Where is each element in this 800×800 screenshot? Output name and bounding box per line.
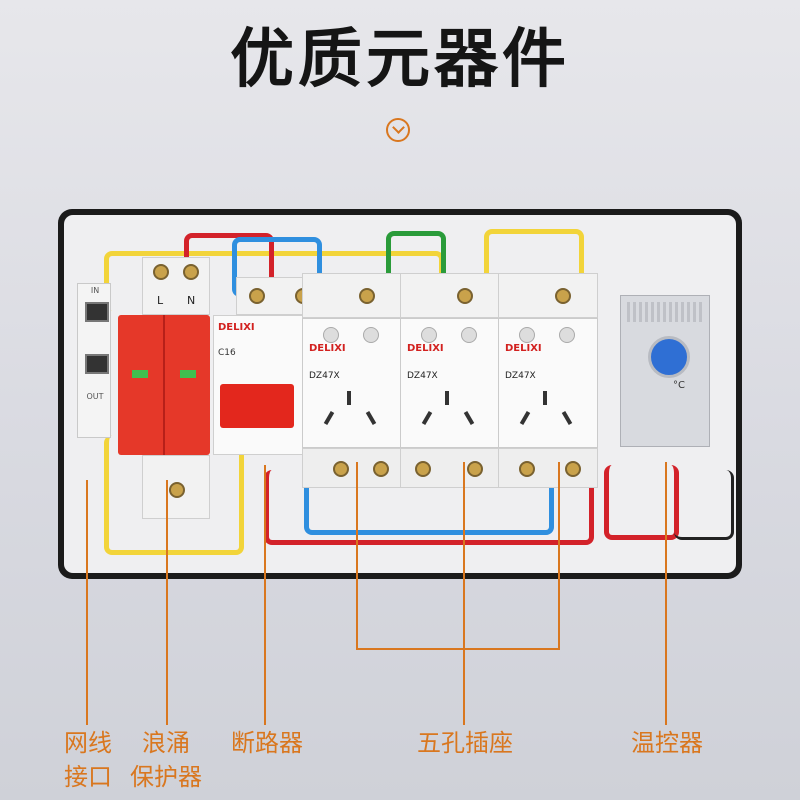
green-wire bbox=[386, 231, 446, 291]
blue-wire bbox=[232, 237, 322, 297]
screw-icon bbox=[519, 461, 535, 477]
socket-brand: DELIXI bbox=[309, 343, 346, 354]
socket-hole bbox=[365, 410, 377, 426]
spd-ground-block bbox=[142, 455, 210, 519]
screw-icon bbox=[565, 461, 581, 477]
screw-icon bbox=[457, 288, 473, 304]
callout-line-surge bbox=[166, 480, 168, 725]
screw-icon bbox=[333, 461, 349, 477]
socket-hole bbox=[363, 327, 379, 343]
screw-icon bbox=[169, 482, 185, 498]
terminal-label-n: N bbox=[187, 294, 196, 307]
socket-hole bbox=[561, 410, 573, 426]
yellow-wire bbox=[484, 229, 584, 289]
screw-icon bbox=[555, 288, 571, 304]
socket-hole bbox=[519, 327, 535, 343]
status-window-green bbox=[180, 370, 196, 378]
socket-hole bbox=[323, 410, 335, 426]
socket-terminal-block bbox=[302, 273, 402, 318]
distribution-box-panel: IN OUT L N DELIXI C16 DELIXI DZ47X bbox=[64, 215, 736, 573]
five-hole-socket: DELIXI DZ47X bbox=[498, 318, 598, 448]
socket-model: DZ47X bbox=[505, 371, 536, 381]
socket-hole bbox=[559, 327, 575, 343]
yellow-wire bbox=[104, 435, 244, 555]
socket-model: DZ47X bbox=[309, 371, 340, 381]
blue-wire bbox=[304, 475, 554, 535]
module-divider bbox=[163, 315, 165, 455]
thermostat: °C bbox=[620, 295, 710, 447]
screw-icon bbox=[359, 288, 375, 304]
breaker-brand: DELIXI bbox=[218, 322, 255, 333]
socket-terminal-block bbox=[400, 448, 500, 488]
socket-hole bbox=[543, 391, 547, 405]
callout-line-socket bbox=[356, 648, 560, 650]
label-thermostat: 温控器 bbox=[631, 729, 703, 757]
socket-terminal-block bbox=[302, 448, 402, 488]
thermostat-dial[interactable] bbox=[648, 336, 690, 378]
chevron-down-icon bbox=[386, 118, 410, 142]
page-title: 优质元器件 bbox=[230, 23, 570, 97]
callout-line-thermostat bbox=[665, 462, 667, 725]
socket-terminal-block bbox=[498, 273, 598, 318]
label-five-hole-socket: 五孔插座 bbox=[417, 729, 513, 757]
socket-hole bbox=[461, 327, 477, 343]
socket-hole bbox=[463, 410, 475, 426]
surge-protector bbox=[118, 315, 210, 455]
callout-line-socket bbox=[356, 462, 358, 650]
ethernet-port-in[interactable] bbox=[85, 302, 109, 322]
spd-terminal-block: L N bbox=[142, 257, 210, 315]
label-line: 接口 bbox=[64, 763, 112, 791]
callout-line-socket bbox=[463, 462, 465, 725]
label-line: 浪涌 bbox=[142, 729, 190, 757]
five-hole-socket: DELIXI DZ47X bbox=[400, 318, 500, 448]
socket-hole bbox=[445, 391, 449, 405]
callout-line-breaker bbox=[264, 465, 266, 725]
socket-brand: DELIXI bbox=[407, 343, 444, 354]
port-tag-out: OUT bbox=[86, 392, 104, 401]
label-network-interface: 网线 接口 bbox=[40, 726, 136, 794]
terminal-label-l: L bbox=[157, 294, 164, 307]
screw-icon bbox=[183, 264, 199, 280]
socket-terminal-block bbox=[400, 273, 500, 318]
label-circuit-breaker: 断路器 bbox=[231, 729, 303, 757]
socket-brand: DELIXI bbox=[505, 343, 542, 354]
circuit-breaker: DELIXI C16 bbox=[213, 315, 303, 455]
screw-icon bbox=[373, 461, 389, 477]
port-tag-in: IN bbox=[90, 286, 100, 295]
five-hole-socket: DELIXI DZ47X bbox=[302, 318, 402, 448]
callout-line-socket bbox=[558, 462, 560, 650]
breaker-lever[interactable] bbox=[220, 384, 294, 428]
socket-hole bbox=[323, 327, 339, 343]
label-line: 保护器 bbox=[130, 763, 202, 791]
label-line: 网线 bbox=[64, 729, 112, 757]
network-interface-module: IN OUT bbox=[77, 283, 111, 438]
screw-icon bbox=[153, 264, 169, 280]
red-wire bbox=[604, 465, 679, 540]
callout-line-network bbox=[86, 480, 88, 725]
socket-terminal-block bbox=[498, 448, 598, 488]
breaker-model: C16 bbox=[218, 348, 236, 358]
black-wire bbox=[674, 470, 734, 540]
ethernet-port-out[interactable] bbox=[85, 354, 109, 374]
socket-hole bbox=[519, 410, 531, 426]
screw-icon bbox=[249, 288, 265, 304]
socket-hole bbox=[347, 391, 351, 405]
socket-model: DZ47X bbox=[407, 371, 438, 381]
label-surge-protector: 浪涌 保护器 bbox=[118, 726, 214, 794]
socket-hole bbox=[421, 410, 433, 426]
screw-icon bbox=[467, 461, 483, 477]
temperature-unit: °C bbox=[673, 380, 685, 391]
status-window-green bbox=[132, 370, 148, 378]
red-wire bbox=[264, 470, 594, 545]
socket-hole bbox=[421, 327, 437, 343]
thermostat-vents bbox=[627, 302, 705, 322]
screw-icon bbox=[415, 461, 431, 477]
